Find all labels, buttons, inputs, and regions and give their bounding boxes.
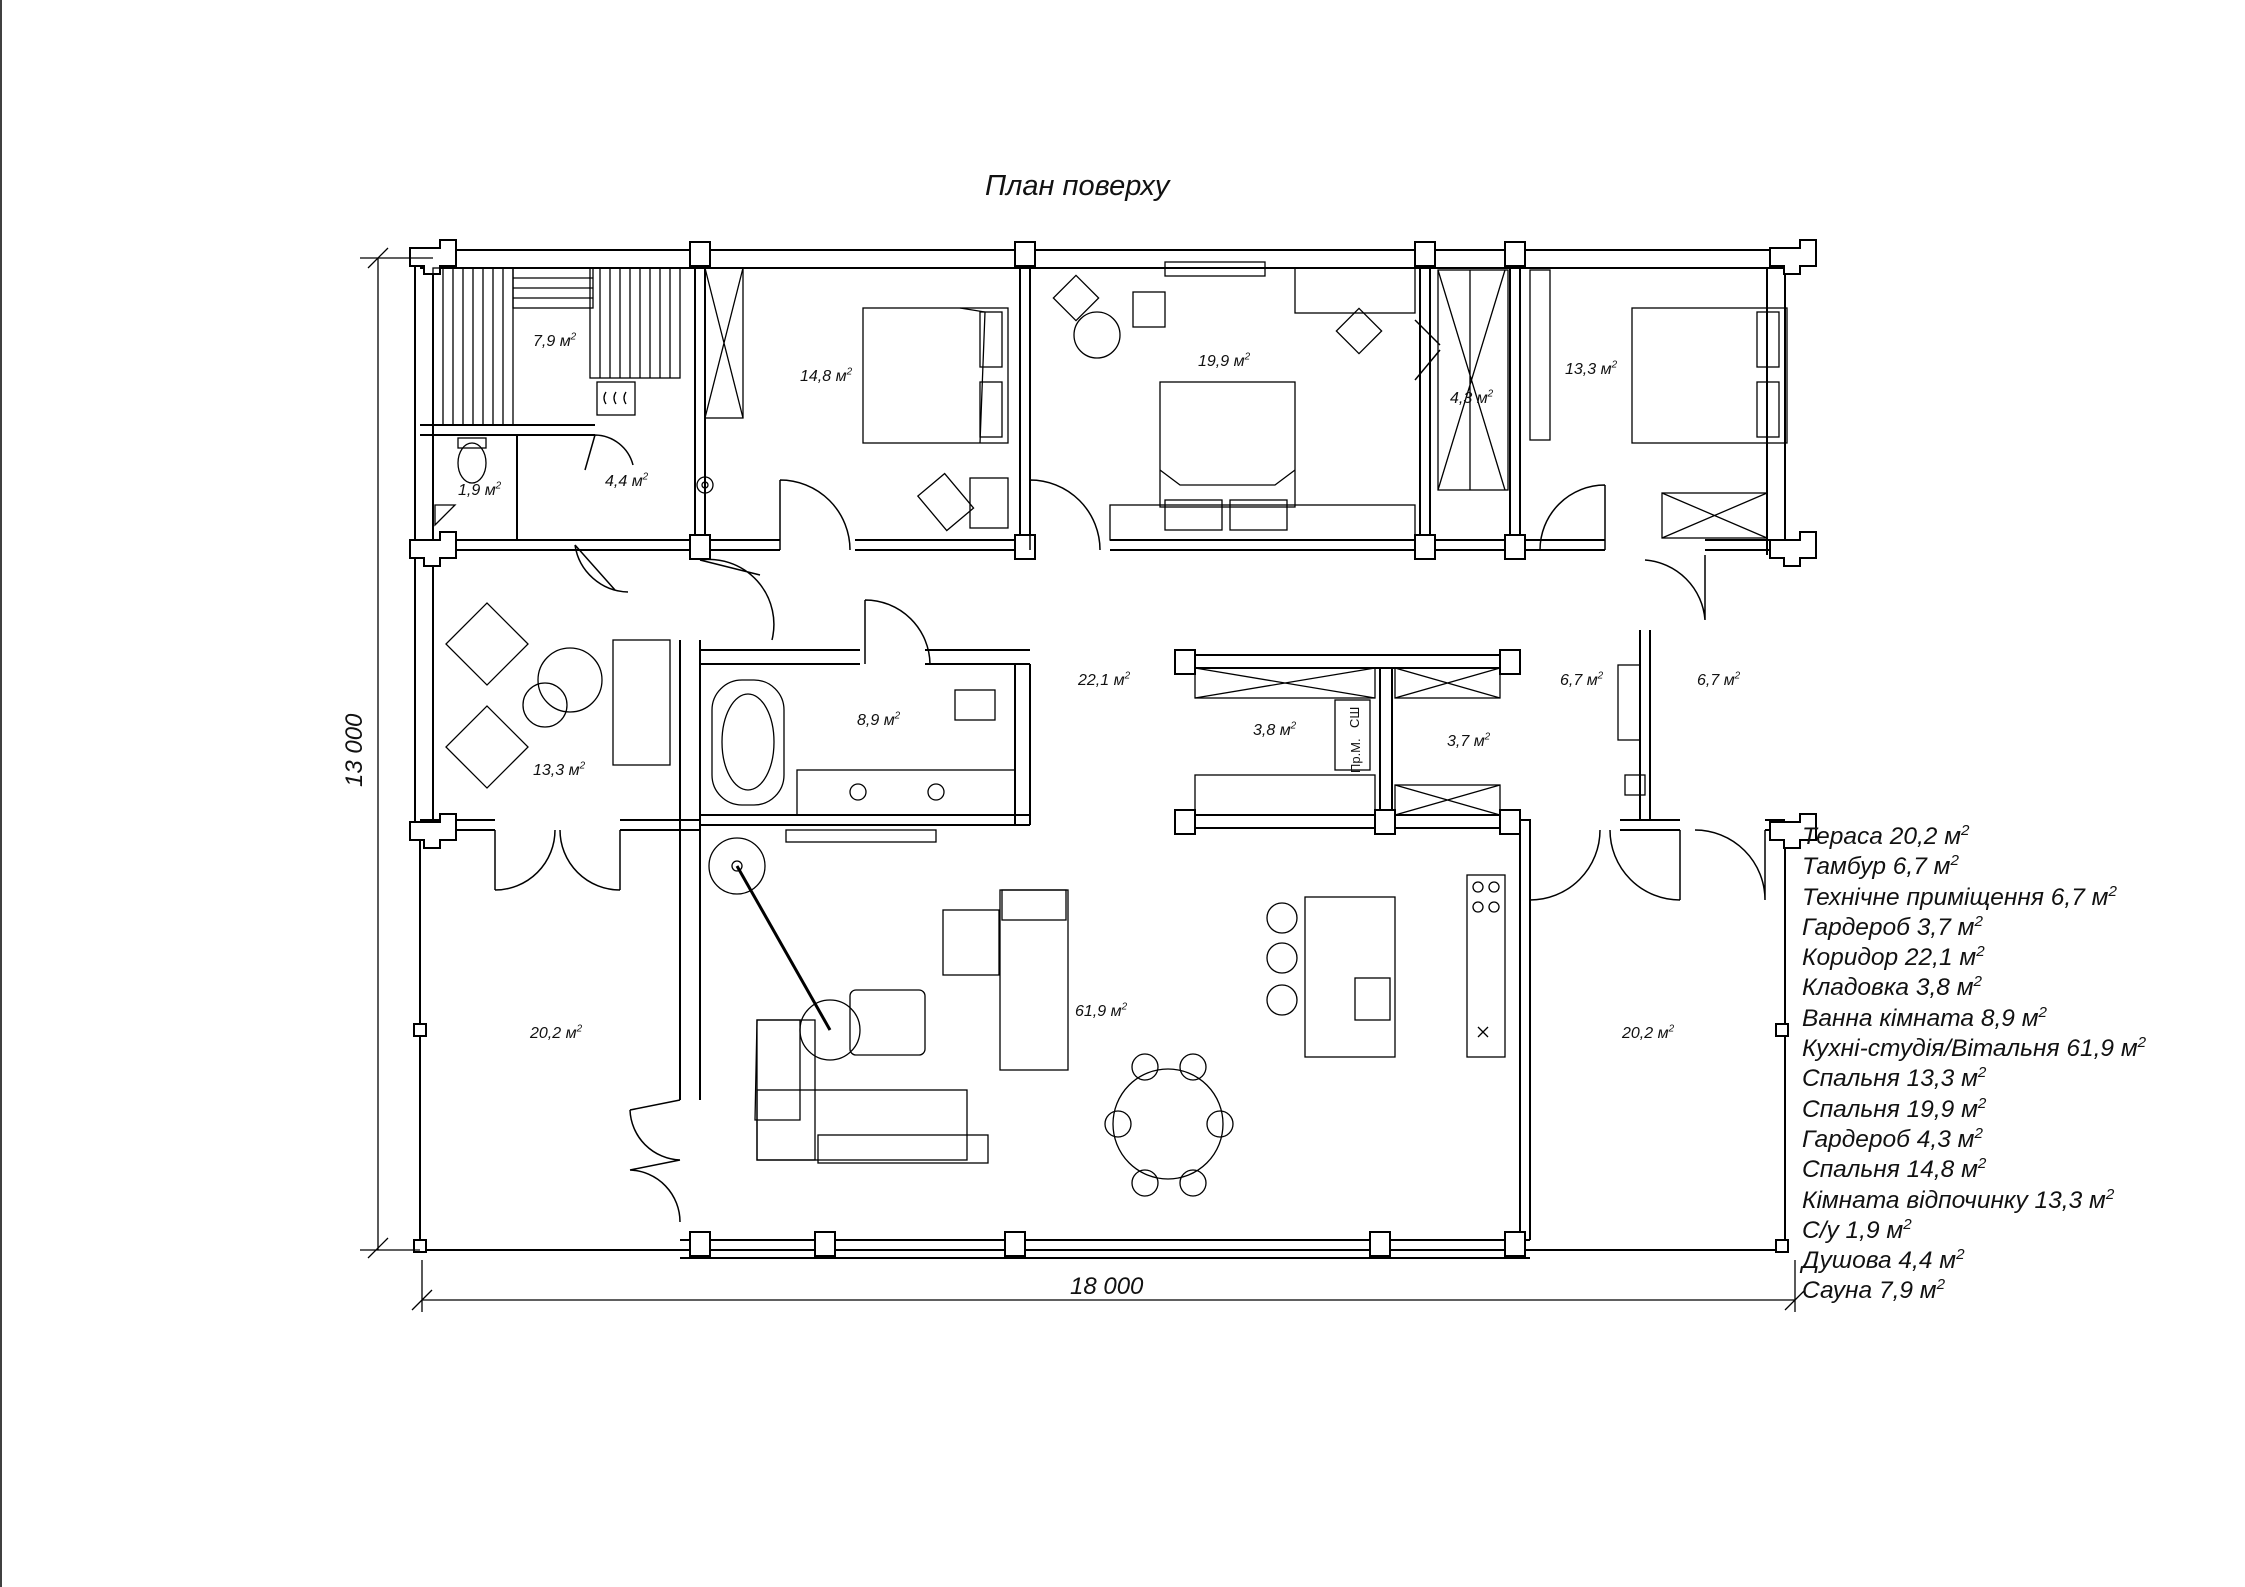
- width-dimension: 18 000: [1070, 1273, 1144, 1300]
- legend-item: Ванна кімната 8,9 м2: [1802, 1003, 2047, 1032]
- area-technical: 6,7 м2: [1697, 670, 1741, 689]
- area-bedroom-a: 14,8 м2: [800, 366, 853, 385]
- room-legend: Тераса 20,2 м2 Тамбур 6,7 м2 Технічне пр…: [1802, 822, 2146, 1307]
- dryer-tag: СШ: [1347, 706, 1362, 728]
- wall-corner-marks: [409, 239, 1817, 1257]
- area-storage: 3,8 м2: [1253, 720, 1297, 739]
- laundry-machine-tag: Пр.М.: [1348, 738, 1363, 773]
- area-corridor: 22,1 м2: [1078, 670, 1131, 689]
- legend-item: Кладовка 3,8 м2: [1802, 973, 1982, 1002]
- area-terrace-right: 20,2 м2: [1622, 1023, 1675, 1042]
- legend-item: Гардероб 3,7 м2: [1802, 912, 1983, 941]
- legend-item: Сауна 7,9 м2: [1802, 1276, 1946, 1305]
- legend-item: Кімната відпочинку 13,3 м2: [1802, 1185, 2115, 1214]
- legend-item: Спальня 14,8 м2: [1802, 1155, 1987, 1184]
- area-wardrobe-b: 3,7 м2: [1447, 731, 1491, 750]
- area-terrace-left: 20,2 м2: [530, 1023, 583, 1042]
- area-lounge: 13,3 м2: [533, 760, 586, 779]
- legend-item: Спальня 13,3 м2: [1802, 1064, 1987, 1093]
- area-bedroom-main: 19,9 м2: [1198, 351, 1251, 370]
- area-kitchen-living: 61,9 м2: [1075, 1001, 1128, 1020]
- legend-item: Гардероб 4,3 м2: [1802, 1124, 1983, 1153]
- legend-item: Коридор 22,1 м2: [1802, 943, 1985, 972]
- furniture: [432, 261, 1788, 1197]
- dimension-lines: [360, 247, 1806, 1312]
- door-swings: [494, 319, 1766, 1223]
- walls: [414, 249, 1786, 1259]
- plan-title: План поверху: [985, 170, 1170, 202]
- area-wc: 1,9 м2: [458, 480, 502, 499]
- legend-item: Душова 4,4 м2: [1802, 1246, 1965, 1275]
- legend-item: Спальня 19,9 м2: [1802, 1094, 1987, 1123]
- area-shower: 4,4 м2: [605, 471, 649, 490]
- legend-item: Тамбур 6,7 м2: [1802, 852, 1959, 881]
- legend-item: Кухні-студія/Вітальня 61,9 м2: [1802, 1033, 2147, 1063]
- area-vestibule: 6,7 м2: [1560, 670, 1604, 689]
- area-wardrobe-a: 4,3 м2: [1450, 388, 1494, 407]
- area-sauna: 7,9 м2: [533, 331, 577, 350]
- depth-dimension: 13 000: [341, 713, 368, 787]
- legend-item: Тераса 20,2 м2: [1802, 821, 1970, 850]
- area-bathroom: 8,9 м2: [857, 710, 901, 729]
- legend-item: Технічне приміщення 6,7 м2: [1802, 882, 2117, 911]
- area-bedroom-b: 13,3 м2: [1565, 359, 1618, 378]
- legend-item: С/у 1,9 м2: [1802, 1215, 1912, 1244]
